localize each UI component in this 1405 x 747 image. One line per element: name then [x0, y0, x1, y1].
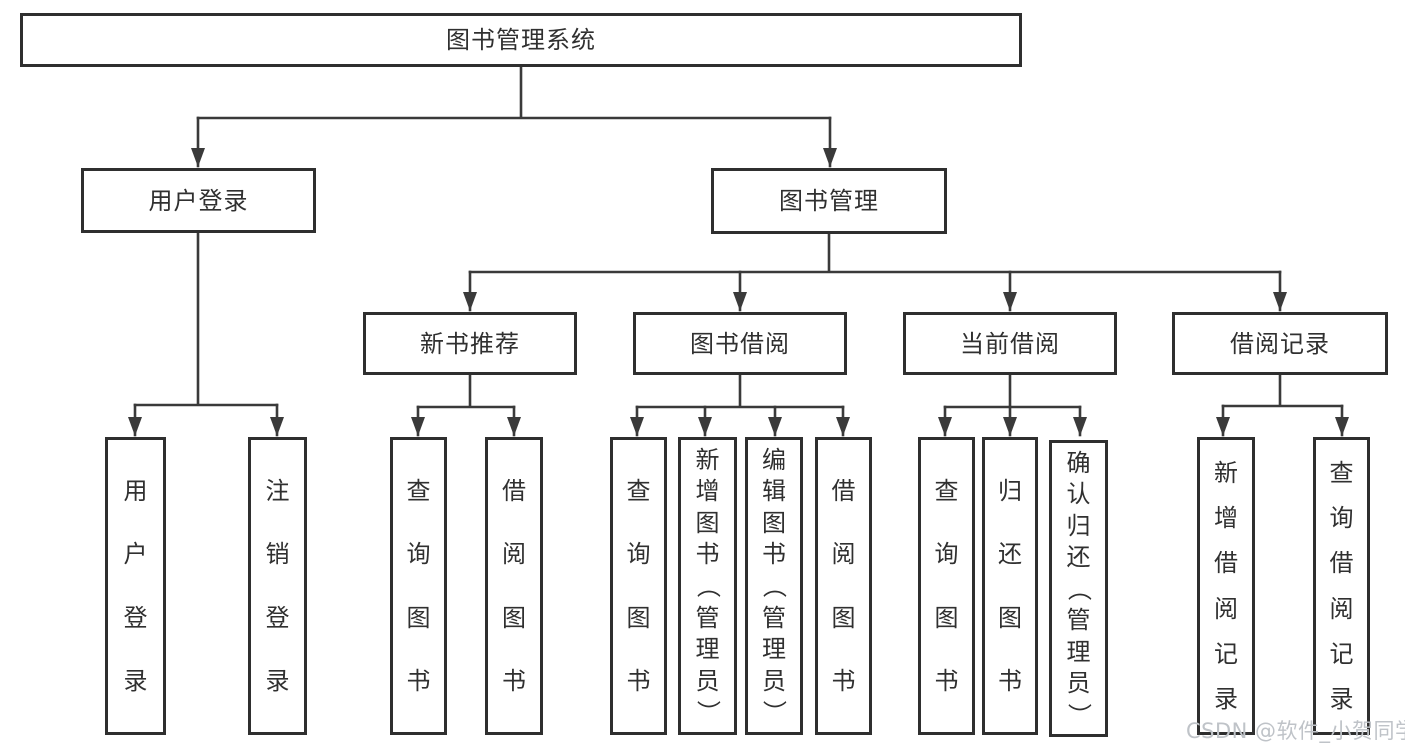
node-user-login: 用户登录: [81, 168, 316, 233]
node-user-login-label: 用户登录: [148, 186, 249, 215]
leaf-add-borrow-record-label: 新增借阅记录: [1214, 459, 1238, 713]
watermark: CSDN @软件_小贺同学: [1186, 719, 1405, 743]
leaf-borrow-books-recommend-label: 借阅图书: [502, 477, 526, 695]
leaf-edit-books-admin-label: 编辑图书（管理员）: [760, 445, 788, 725]
node-root-label: 图书管理系统: [446, 26, 596, 54]
leaf-query-books-recommend: 查询图书: [390, 437, 447, 735]
leaf-query-books-borrowing-label: 查询图书: [626, 477, 651, 695]
leaf-borrow-books-recommend: 借阅图书: [485, 437, 543, 735]
node-book-management: 图书管理: [711, 168, 947, 234]
node-borrowing-records-label: 借阅记录: [1230, 329, 1330, 358]
leaf-confirm-return-admin: 确认归还（管理员）: [1049, 440, 1108, 737]
leaf-add-books-admin: 新增图书（管理员）: [678, 437, 737, 735]
leaf-add-books-admin-label: 新增图书（管理员）: [693, 445, 722, 725]
leaf-query-books-recommend-label: 查询图书: [406, 477, 431, 695]
node-current-borrowing-label: 当前借阅: [960, 329, 1060, 358]
leaf-confirm-return-admin-label: 确认归还（管理员）: [1064, 448, 1093, 727]
leaf-borrow-books-borrowing: 借阅图书: [815, 437, 872, 735]
leaf-query-books-borrowing: 查询图书: [610, 437, 667, 735]
node-new-book-recommend: 新书推荐: [363, 312, 577, 375]
leaf-logout-login-label: 注销登录: [265, 477, 290, 695]
node-book-borrowing-label: 图书借阅: [690, 329, 790, 358]
leaf-query-books-current-label: 查询图书: [934, 477, 959, 695]
node-current-borrowing: 当前借阅: [903, 312, 1117, 375]
node-borrowing-records: 借阅记录: [1172, 312, 1388, 375]
leaf-query-books-current: 查询图书: [918, 437, 975, 735]
leaf-user-login: 用户登录: [105, 437, 166, 735]
leaf-query-borrow-record-label: 查询借阅记录: [1329, 459, 1354, 713]
node-book-borrowing: 图书借阅: [633, 312, 847, 375]
leaf-add-borrow-record: 新增借阅记录: [1197, 437, 1255, 735]
node-book-management-label: 图书管理: [779, 187, 879, 215]
leaf-edit-books-admin: 编辑图书（管理员）: [745, 437, 803, 735]
leaf-user-login-label: 用户登录: [123, 477, 148, 695]
leaf-logout-login: 注销登录: [248, 437, 307, 735]
leaf-borrow-books-borrowing-label: 借阅图书: [831, 477, 856, 695]
node-new-book-recommend-label: 新书推荐: [420, 329, 520, 358]
leaf-return-books: 归还图书: [982, 437, 1038, 735]
leaf-return-books-label: 归还图书: [998, 477, 1022, 695]
node-root: 图书管理系统: [20, 13, 1022, 67]
leaf-query-borrow-record: 查询借阅记录: [1313, 437, 1370, 735]
